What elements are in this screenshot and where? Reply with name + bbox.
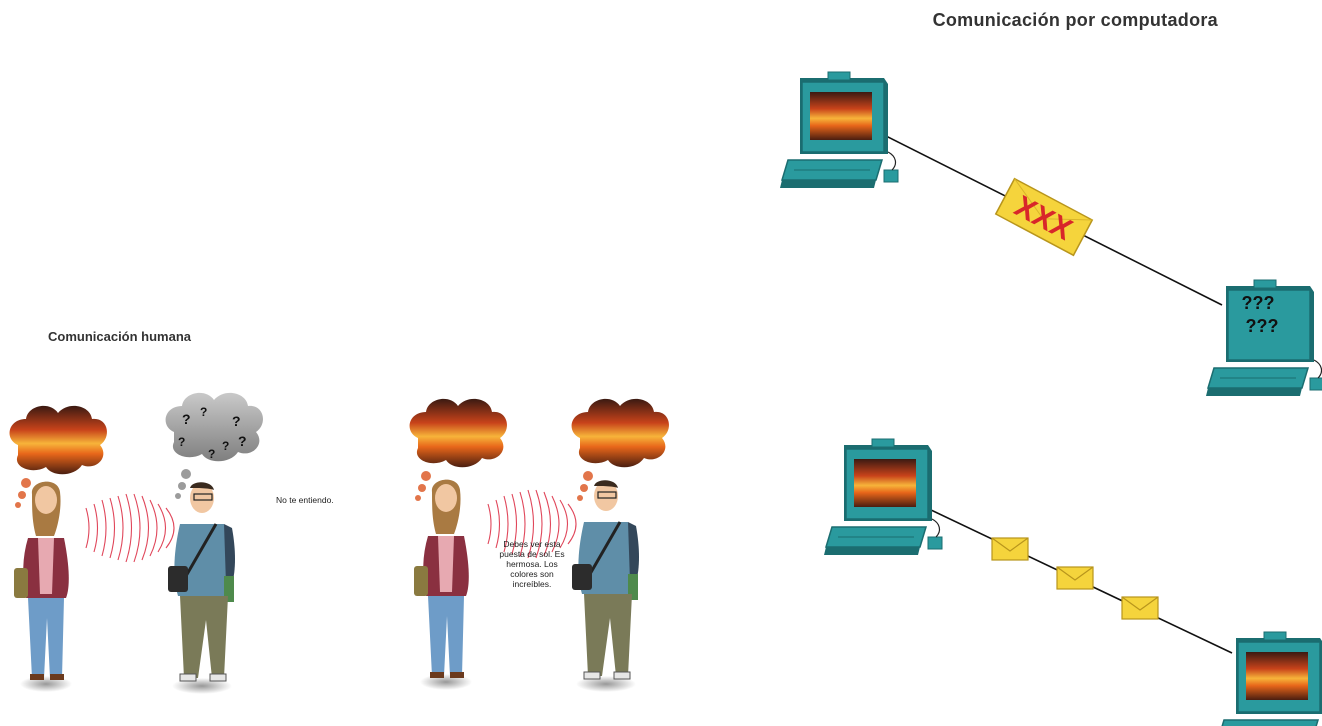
svg-text:?: ? xyxy=(208,447,215,461)
person-man xyxy=(570,478,641,694)
envelope-icon xyxy=(1056,566,1094,590)
computer-icon xyxy=(1215,631,1322,726)
sunset-screen xyxy=(810,92,872,140)
thought-cloud-icon xyxy=(571,398,669,501)
svg-text:?: ? xyxy=(178,435,185,449)
envelope-icon xyxy=(991,537,1029,561)
svg-text:?: ? xyxy=(182,411,191,427)
svg-text:?: ? xyxy=(200,405,207,419)
thought-cloud-icon: ? ? ? ? ? ? ? xyxy=(165,392,263,499)
svg-text:?: ? xyxy=(222,439,229,453)
person-woman xyxy=(14,481,72,692)
confused-marks: ??? xyxy=(1246,316,1279,336)
title-human-communication: Comunicación humana xyxy=(48,329,192,344)
person-woman xyxy=(414,479,472,690)
computer-icon xyxy=(823,438,943,556)
computer-icon xyxy=(779,71,899,189)
confused-marks: ??? xyxy=(1242,293,1275,313)
person-man xyxy=(166,480,237,696)
envelope-icon xyxy=(1121,596,1159,620)
sound-wave-icon xyxy=(85,493,175,563)
reply-no-entiendo: No te entiendo. xyxy=(276,495,334,505)
garbled-envelope-icon: XXX xyxy=(994,177,1094,257)
svg-text:?: ? xyxy=(238,433,247,449)
svg-text:?: ? xyxy=(232,413,241,429)
speech-sunset-message: Debes ver esta puesta de sol. Es hermosa… xyxy=(499,539,565,589)
computer-icon xyxy=(1205,279,1322,397)
title-computer-communication: Comunicación por computadora xyxy=(932,10,1218,30)
